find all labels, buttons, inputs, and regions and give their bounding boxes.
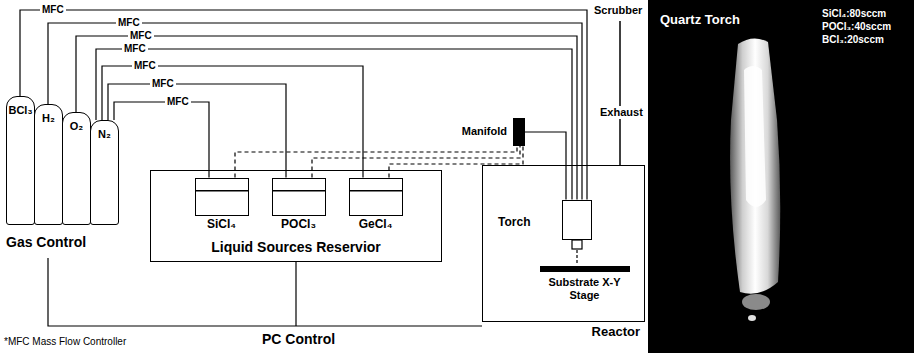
gas-cylinder: O₂ (62, 112, 91, 225)
text-label: PC Control (262, 331, 335, 348)
node-label: O₂ (63, 120, 90, 133)
node-label: SiCl₄ (207, 217, 236, 231)
node-label: N₂ (91, 128, 118, 141)
torch-box: Torch (562, 200, 592, 240)
flame-core (744, 66, 766, 207)
manifold-bar: Manifold (513, 118, 525, 146)
source-bottle: SiCl₄ (195, 178, 249, 216)
gas-cylinder: N₂ (90, 120, 119, 225)
gas-line (96, 49, 572, 200)
reservoir-box: Liquid Sources Reservior SiCl₄ POCl₃ GeCl₄ (150, 170, 442, 262)
vapor-line (312, 146, 520, 178)
mfc-label: MFC (40, 3, 66, 16)
control-line (48, 258, 482, 326)
vapor-line (389, 146, 523, 178)
node-label: Substrate X-Y Stage (547, 276, 623, 304)
substrate-stage: Substrate X-Y Stage (540, 266, 630, 272)
node-label: Manifold (462, 125, 507, 138)
gas-cylinder: BCl₃ (6, 96, 35, 225)
reactor-box: ReactorTorchSubstrate X-Y Stage (482, 165, 645, 322)
flame-jet (576, 250, 577, 263)
control-line (295, 262, 296, 326)
gas-line (102, 66, 363, 178)
mfc-label: MFC (116, 16, 142, 29)
node-label: POCl₃ (281, 217, 316, 231)
photo-panel (648, 0, 914, 353)
text-label: SiCl₄:80sccm (822, 8, 886, 20)
node-label: Liquid Sources Reservior (151, 239, 441, 256)
mfc-label: MFC (150, 77, 176, 90)
gas-cylinder: H₂ (34, 104, 63, 225)
source-bottle: GeCl₄ (349, 178, 403, 216)
text-label: BCl₃:20sccm (822, 34, 884, 46)
node-label: GeCl₄ (359, 217, 393, 231)
quartz-torch-photo (730, 38, 780, 293)
gas-line (114, 102, 209, 178)
text-label: Gas Control (6, 234, 86, 251)
gas-line (76, 36, 577, 200)
exhaust-line (619, 21, 621, 165)
flame-spot (748, 315, 756, 321)
mfc-label: MFC (132, 59, 158, 72)
mfc-label: MFC (165, 95, 191, 108)
mfc-label: MFC (122, 42, 148, 55)
text-label: POCl₃:40sccm (822, 21, 891, 33)
node-label: BCl₃ (7, 104, 34, 117)
text-label: Quartz Torch (660, 12, 740, 28)
text-label: Exhaust (600, 106, 643, 119)
torch-nozzle (572, 240, 582, 249)
node-label: Torch (498, 215, 530, 229)
gas-line (48, 23, 582, 200)
gas-line (108, 84, 286, 178)
node-label: Reactor (592, 324, 640, 340)
flame-tail (742, 294, 770, 310)
node-label: H₂ (35, 112, 62, 125)
mfc-label: MFC (128, 29, 154, 42)
text-label: Scrubber (594, 4, 642, 17)
vapor-line (235, 146, 517, 178)
text-label: *MFC Mass Flow Controller (4, 336, 126, 348)
source-bottle: POCl₃ (272, 178, 326, 216)
